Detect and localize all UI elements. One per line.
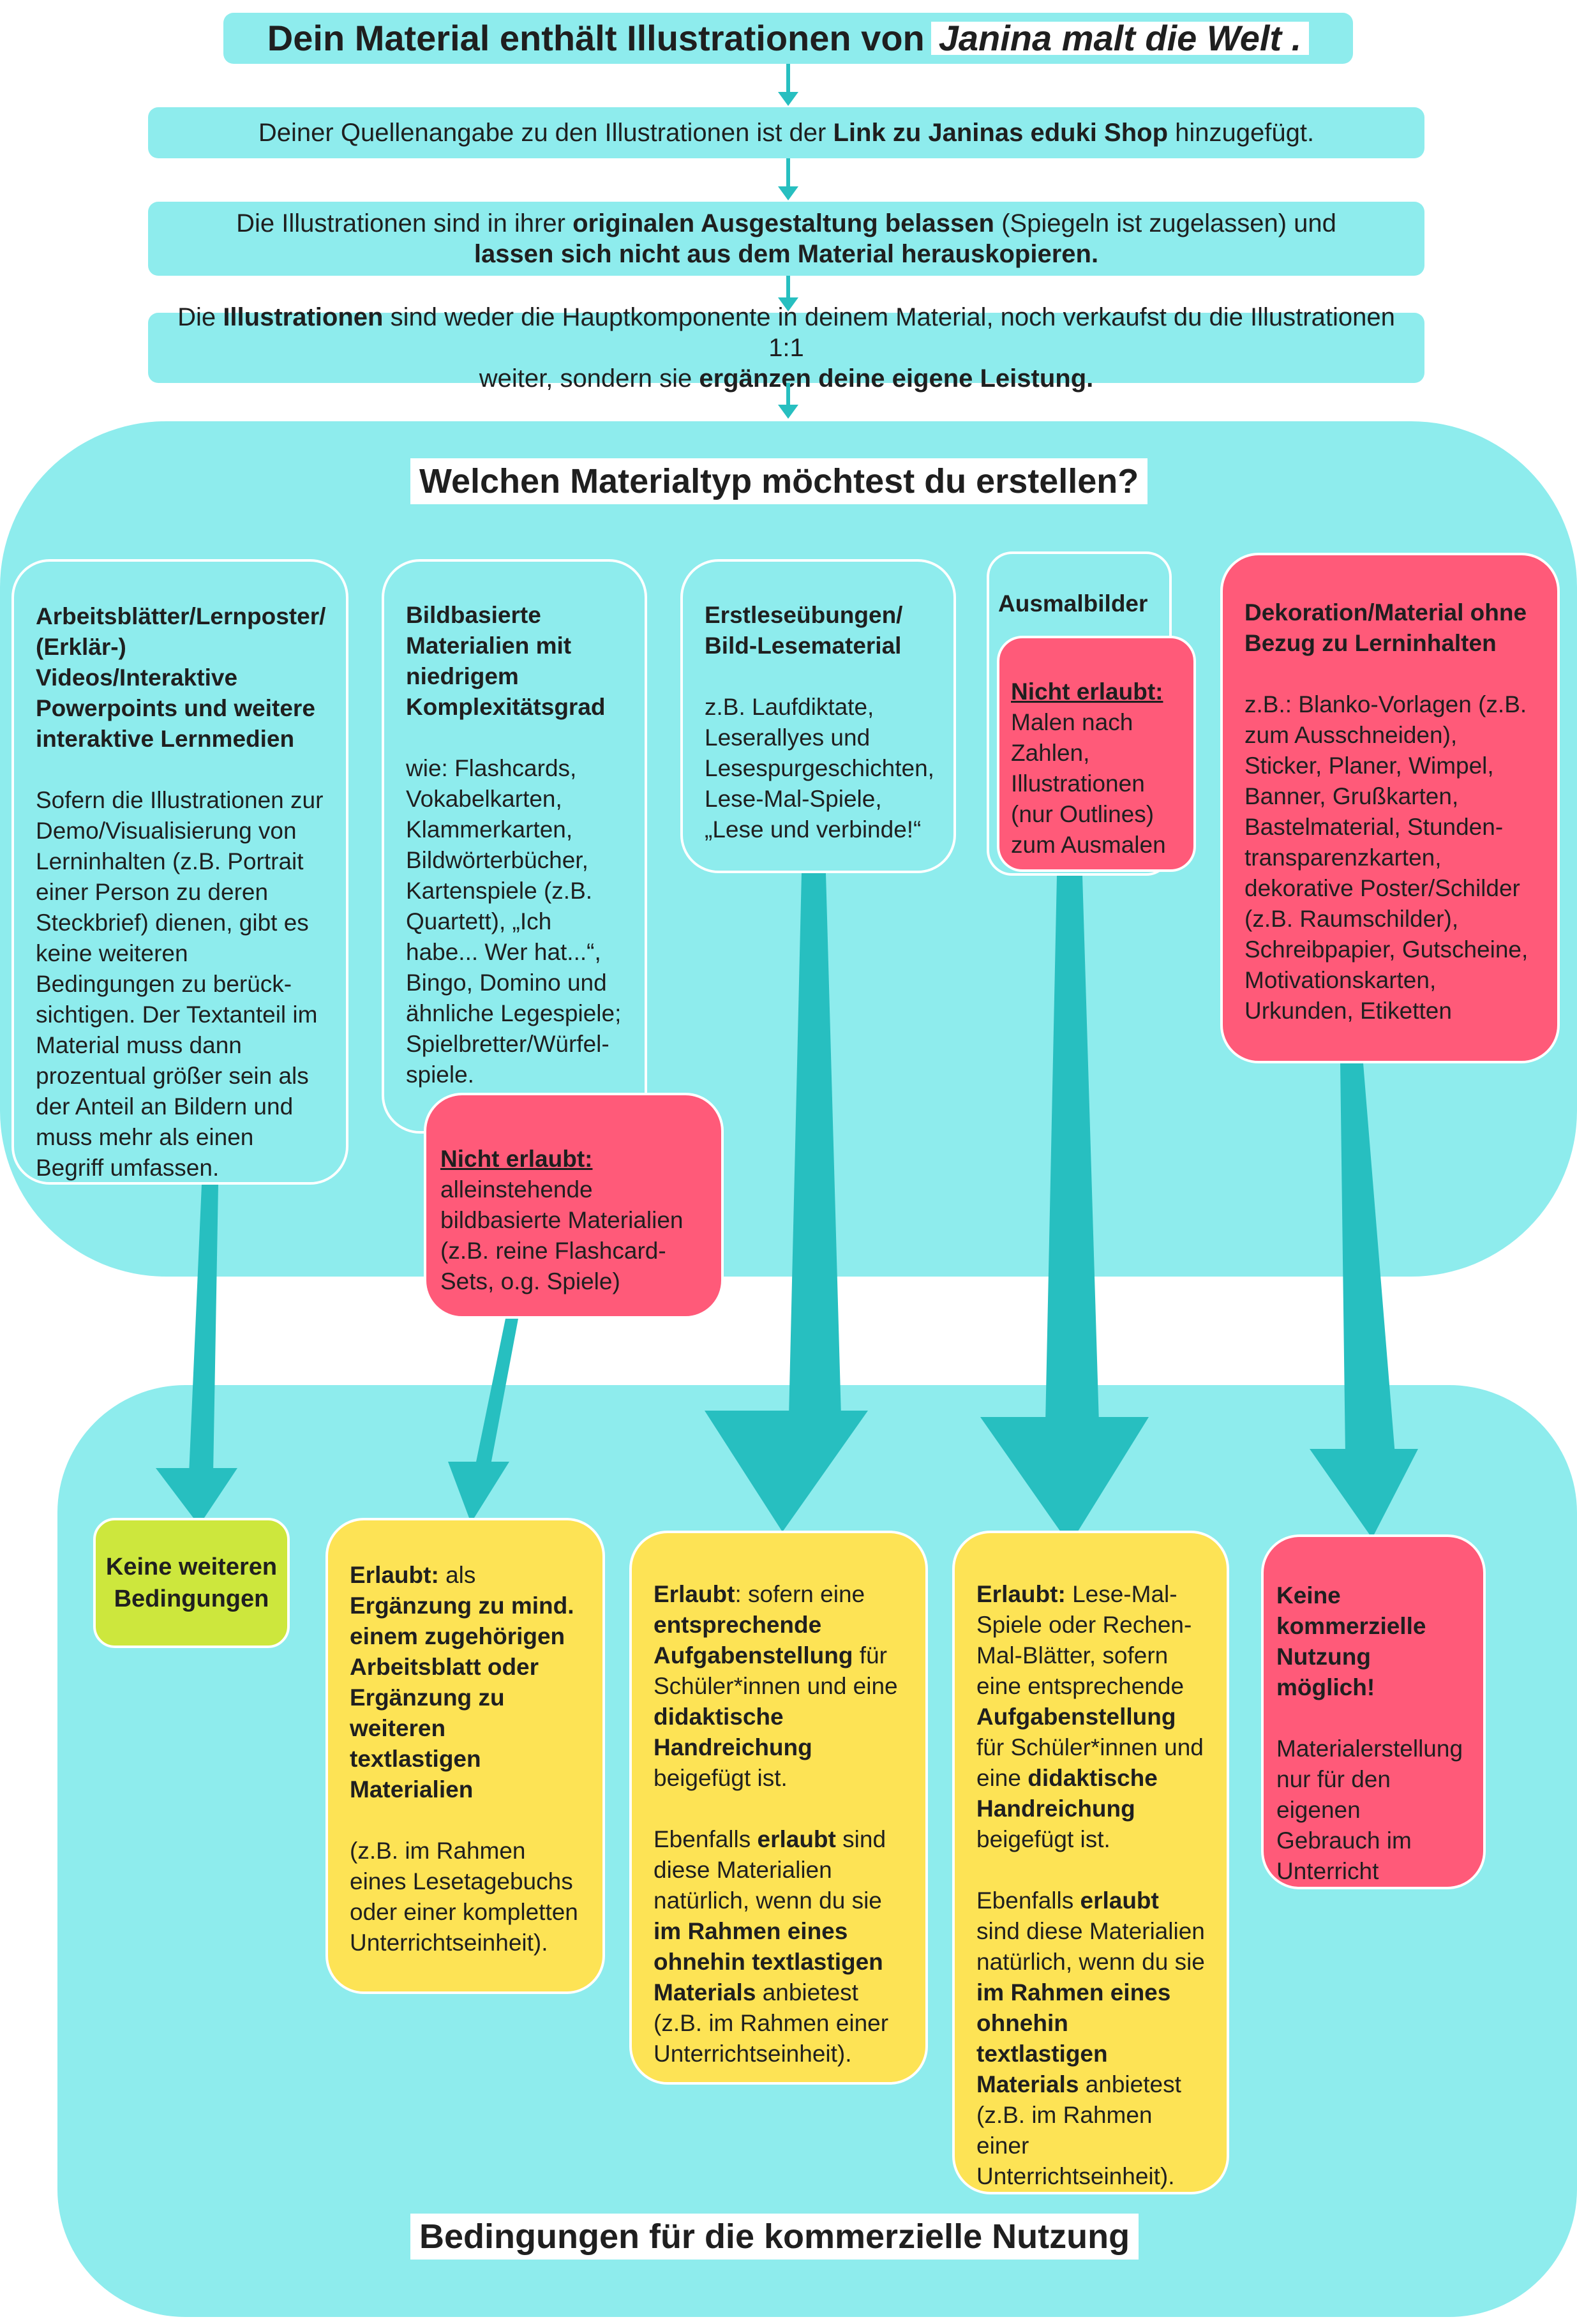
condition-decoration-title: Keine kommerzielle Nutzung möglich! xyxy=(1276,1582,1426,1700)
step-supplement: Die Illustrationen sind weder die Hauptk… xyxy=(148,303,1424,393)
question-heading: Welchen Materialtyp möchtest du erstelle… xyxy=(410,458,1148,504)
condition-coloring-h: sind diese Materialien natürlich, wenn d… xyxy=(976,1918,1205,1975)
condition-early-reading-e: beigefügt ist. xyxy=(654,1765,788,1791)
condition-early-reading-i: im Rahmen eines ohnehin textlastigen Mat… xyxy=(654,1918,883,2005)
type-early-reading-body: z.B. Laufdiktate, Leserallyes und Lesesp… xyxy=(705,694,934,843)
type-early-reading-title: Erstleseübungen/ Bild-Lesematerial xyxy=(705,602,903,659)
step2-text-c: (Spiegeln ist zugelassen) und xyxy=(1001,209,1336,237)
condition-picture-based-a: als xyxy=(445,1562,476,1588)
type-early-reading: Erstleseübungen/ Bild-Lesematerial z.B. … xyxy=(680,559,956,873)
step1-text-a: Deiner Quellenangabe zu den Illustration… xyxy=(258,119,826,147)
footer-heading: Bedingungen für die kommerzielle Nutzung xyxy=(410,2214,1139,2260)
allowed-label-3: Erlaubt xyxy=(654,1581,735,1607)
title-bar: Dein Material enthält Illustrationen von… xyxy=(223,13,1353,64)
title-prefix: Dein Material enthält Illustrationen von xyxy=(267,18,925,58)
type-coloring-title: Ausmalbilder xyxy=(998,590,1148,617)
step3-text-e: ergänzen deine eigene Leistung. xyxy=(699,364,1094,393)
condition-no-further-text: Keine weiteren Bedingungen xyxy=(105,1554,278,1612)
type-worksheets-body: Sofern die Illustrationen zur Demo/Visua… xyxy=(36,787,324,1181)
condition-coloring-i: im Rahmen eines ohnehin textlastigen Mat… xyxy=(976,1979,1171,2097)
type-decoration-body: z.B.: Blanko-Vorlagen (z.B. zum Ausschne… xyxy=(1244,691,1528,1024)
allowed-label-4: Erlaubt: xyxy=(976,1581,1066,1607)
condition-coloring-d: didaktische Handreichung xyxy=(976,1765,1158,1822)
condition-decoration: Keine kommerzielle Nutzung möglich! Mate… xyxy=(1261,1534,1486,1889)
step-original-design: Die Illustrationen sind in ihrer origina… xyxy=(148,202,1424,276)
forbidden-label-4: Nicht erlaubt: xyxy=(1011,678,1163,705)
step2-text-b: originalen Ausgestaltung belassen xyxy=(572,209,994,237)
step-source-link: Deiner Quellenangabe zu den Illustration… xyxy=(148,107,1424,158)
condition-early-reading-c: für Schüler*innen und eine xyxy=(654,1642,898,1699)
condition-decoration-body: Materialerstellung nur für den eigenen G… xyxy=(1276,1736,1463,1884)
condition-early-reading-a: : sofern eine xyxy=(735,1581,865,1607)
condition-early-reading-j: anbietest (z.B. im Rahmen einer Unterric… xyxy=(654,1979,889,2067)
condition-coloring-a: Lese-Mal-Spiele oder Rechen-Mal-Blätter,… xyxy=(976,1581,1192,1699)
step3-text-a: Die xyxy=(177,303,216,331)
step1-text-b: Link zu Janinas eduki Shop xyxy=(833,119,1169,147)
condition-coloring-b: Aufgabenstellung xyxy=(976,1704,1176,1730)
type-worksheets: Arbeitsblätter/Lernposter/ (Erklär-) Vid… xyxy=(11,559,348,1185)
connector-arrowhead-1 xyxy=(778,92,798,106)
type-picture-based: Bildbasierte Materialien mit niedrigem K… xyxy=(382,559,647,1134)
condition-coloring-j: anbietest (z.B. im Rahmen einer Unterric… xyxy=(976,2071,1181,2189)
type-coloring-forbidden-text: Malen nach Zahlen, Illustrationen (nur O… xyxy=(1011,709,1166,858)
type-decoration-title: Dekoration/Material ohne Bezug zu Lernin… xyxy=(1244,599,1527,656)
type-picture-based-forbidden-text: alleinstehende bildbasierte Materialien … xyxy=(440,1176,684,1294)
allowed-label-2: Erlaubt: xyxy=(350,1562,439,1588)
type-worksheets-title: Arbeitsblätter/Lernposter/ (Erklär-) Vid… xyxy=(36,603,326,752)
condition-early-reading: Erlaubt: sofern eine entsprechende Aufga… xyxy=(629,1531,928,2085)
condition-coloring-c: für Schüler*innen und eine xyxy=(976,1734,1204,1791)
type-picture-based-title: Bildbasierte Materialien mit niedrigem K… xyxy=(406,602,606,720)
step3-text-d: weiter, sondern sie xyxy=(479,364,692,393)
condition-picture-based: Erlaubt: als Ergänzung zu mind. einem zu… xyxy=(325,1518,605,1994)
condition-picture-based-c: (z.B. im Rahmen eines Lesetagebuchs oder… xyxy=(350,1838,578,1956)
condition-no-further: Keine weiteren Bedingungen xyxy=(93,1518,290,1648)
step3-text-c: sind weder die Hauptkomponente in deinem… xyxy=(390,303,1395,362)
condition-early-reading-b: entsprechende Aufgabenstellung xyxy=(654,1612,853,1668)
connector-arrowhead-2 xyxy=(778,186,798,200)
step2-text-a: Die Illustrationen sind in ihrer xyxy=(236,209,565,237)
type-picture-based-body: wie: Flashcards, Vokabelkarten, Klammerk… xyxy=(406,755,622,1088)
step2-text-d: lassen sich nicht aus dem Material herau… xyxy=(474,240,1099,268)
condition-coloring-f: Ebenfalls xyxy=(976,1887,1074,1914)
condition-early-reading-h: sind diese Materialien natürlich, wenn d… xyxy=(654,1826,886,1914)
condition-picture-based-b: Ergänzung zu mind. einem zugehörigen Arb… xyxy=(350,1593,574,1803)
step3-text-b: Illustrationen xyxy=(223,303,384,331)
forbidden-label-2: Nicht erlaubt: xyxy=(440,1146,593,1172)
condition-coloring: Erlaubt: Lese-Mal-Spiele oder Rechen-Mal… xyxy=(952,1531,1229,2194)
condition-early-reading-f: Ebenfalls xyxy=(654,1826,751,1852)
condition-early-reading-d: didaktische Handreichung xyxy=(654,1704,812,1760)
condition-early-reading-g: erlaubt xyxy=(757,1826,836,1852)
type-picture-based-forbidden: Nicht erlaubt: alleinstehende bildbasier… xyxy=(424,1093,724,1319)
condition-coloring-e: beigefügt ist. xyxy=(976,1826,1110,1852)
step1-text-c: hinzugefügt. xyxy=(1175,119,1315,147)
type-decoration: Dekoration/Material ohne Bezug zu Lernin… xyxy=(1220,553,1560,1063)
connector-arrowhead-4 xyxy=(778,405,798,419)
title-highlight: Janina malt die Welt . xyxy=(931,20,1310,56)
type-coloring-forbidden: Nicht erlaubt: Malen nach Zahlen, Illust… xyxy=(997,636,1196,872)
condition-coloring-g: erlaubt xyxy=(1080,1887,1159,1914)
